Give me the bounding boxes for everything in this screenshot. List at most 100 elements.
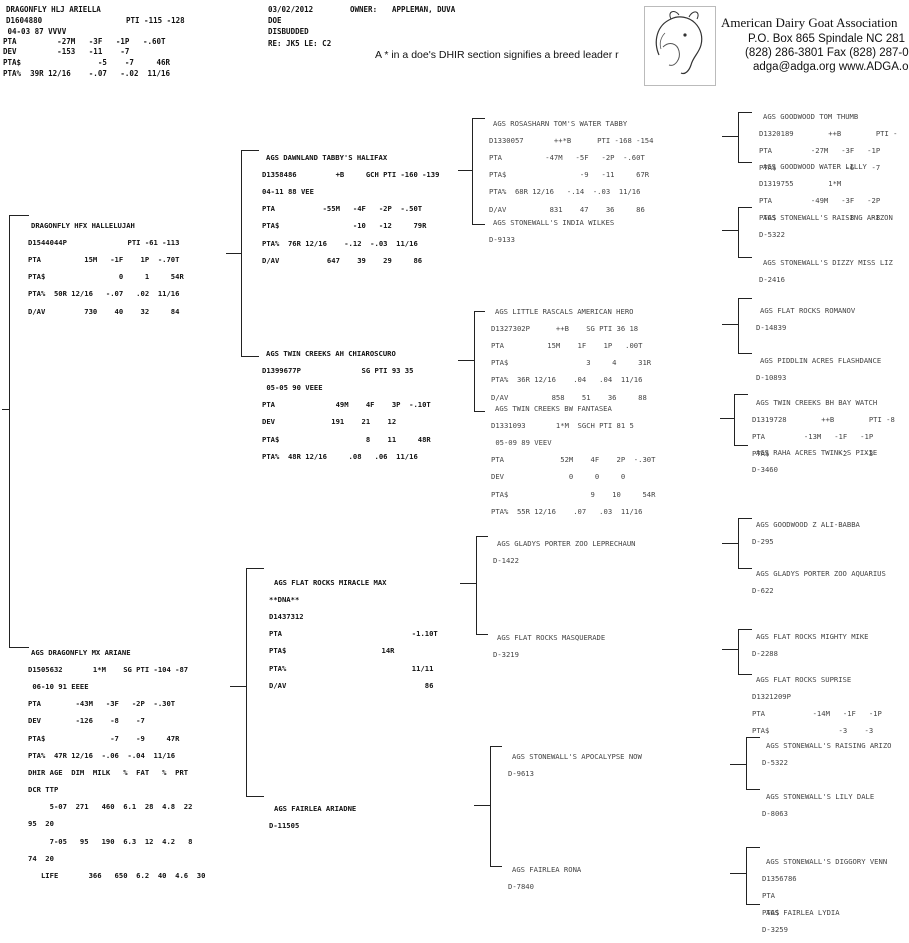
bracket-line	[458, 360, 475, 361]
g4-name: AGS FLAT ROCKS SUPRISE	[756, 674, 852, 684]
breed-leader-note: A * in a doe's DHIR section signifies a …	[375, 49, 619, 61]
g4-line: PTA$ -2 -3	[752, 449, 874, 459]
g4-line: D-5322	[759, 229, 785, 239]
sire-line: PTA% 50R 12/16 -.07 .02 11/16	[28, 289, 180, 299]
bracket-line	[9, 215, 10, 648]
g4-line: D1321209P	[752, 691, 791, 701]
bracket-line	[734, 394, 735, 446]
bracket-line	[746, 904, 760, 905]
sire-name: DRAGONFLY HFX HALLELUJAH	[31, 220, 135, 230]
g4-name: AGS GOODWOOD WATER LILLY	[763, 161, 867, 171]
g4-line: D1319728 ++B PTI -8	[752, 414, 895, 424]
g4-line: PTA$ -8 -8	[759, 213, 881, 223]
bracket-line	[246, 568, 264, 569]
bracket-line	[746, 847, 760, 848]
bracket-line	[746, 737, 747, 790]
bracket-line	[746, 847, 747, 905]
g3-line: D1330057 ++*B PTI -168 -154	[489, 135, 654, 145]
assoc-name: American Dairy Goat Association	[721, 15, 898, 30]
g4-block: AGS PIDDLIN ACRES FLASHDANCE D-10893	[756, 348, 881, 391]
owner-label: OWNER:	[350, 5, 378, 14]
goat-head-icon	[655, 11, 703, 75]
bracket-line	[458, 170, 473, 171]
g4-block: AGS TWIN CREEKS BH BAY WATCH D1319728 ++…	[752, 390, 895, 467]
g4-line: D1356786	[762, 873, 797, 883]
assoc-address: P.O. Box 865 Spindale NC 281	[748, 33, 906, 45]
g4-line: PTA -14M -1F -1P	[752, 708, 882, 718]
disbudded-status: DISBUDDED	[268, 27, 309, 36]
g3-line: PTA 15M 1F 1P .00T	[491, 340, 643, 350]
g4-line: D1319755 1*M	[759, 178, 842, 188]
g4-name: AGS GLADYS PORTER ZOO AQUARIUS	[756, 568, 886, 578]
bracket-line	[738, 257, 752, 258]
dam-line: PTA$ -7 -9 47R	[28, 733, 180, 743]
bracket-line	[472, 118, 473, 225]
sd-line: PTA% 48R 12/16 .08 .06 11/16	[262, 451, 418, 461]
dam-name: AGS DRAGONFLY MX ARIANE	[31, 647, 131, 657]
g4-line: PTA$ -3 -3	[752, 726, 874, 736]
g4-line: D-10893	[756, 372, 787, 382]
bracket-line	[230, 686, 247, 687]
bracket-line	[738, 518, 752, 519]
dd-name: AGS FAIRLEA ARIADNE	[274, 803, 357, 813]
owner-name: APPLEMAN, DUVA	[392, 5, 456, 14]
g3-line: D1331093 1*M SGCH PTI 81 5	[491, 420, 634, 430]
g3-line: PTA$ -9 -11 67R	[489, 170, 650, 180]
sd-line: PTA$ 8 11 48R	[262, 434, 431, 444]
bracket-line	[738, 207, 752, 208]
ss-line: 04-11 88 VEE	[262, 186, 314, 196]
g4-line: D-2288	[752, 648, 778, 658]
animal-pta: PTA -27M -3F -1P -.60T	[3, 37, 166, 46]
bracket-line	[722, 230, 739, 231]
animal-name: DRAGONFLY HLJ ARIELLA	[6, 5, 101, 14]
bracket-line	[722, 324, 739, 325]
bracket-line	[738, 674, 752, 675]
g3-block: AGS STONEWALL'S APOCALYPSE NOW D-9613	[508, 744, 642, 787]
g4-name: AGS FAIRLEA LYDIA	[766, 907, 840, 917]
g3-name: AGS STONEWALL'S INDIA WILKES	[493, 217, 615, 227]
bracket-line	[476, 634, 488, 635]
g3-line: D1327302P ++B SG PTI 36 18	[491, 323, 639, 333]
ss-line: PTA$ -10 -12 79R	[262, 221, 427, 231]
ds-line: D/AV 86	[269, 680, 434, 690]
bracket-line	[746, 789, 760, 790]
g4-line: D-14839	[756, 322, 787, 332]
animal-reg: D1604880	[6, 16, 43, 25]
g3-line: 05-09 89 VEEV	[491, 437, 552, 447]
dam-line: 06-10 91 EEEE	[28, 681, 89, 691]
dam-line: DEV -126 -8 -7	[28, 716, 145, 726]
g4-line: PTA	[762, 890, 775, 900]
g4-block: AGS STONEWALL'S DIZZY MISS LIZ D-2416	[759, 250, 893, 293]
g3-line: D-9133	[489, 234, 515, 244]
dam-sire-block: AGS FLAT ROCKS MIRACLE MAX **DNA** D1437…	[269, 570, 438, 699]
g3-name: AGS FLAT ROCKS MASQUERADE	[497, 632, 606, 642]
sd-line: PTA 49M 4F 3P -.10T	[262, 400, 431, 410]
g4-name: AGS GOODWOOD Z ALI-BABBA	[756, 519, 860, 529]
ss-line: PTA% 76R 12/16 -.12 -.03 11/16	[262, 238, 418, 248]
bracket-line	[9, 215, 29, 216]
bracket-line	[474, 311, 475, 412]
bracket-line	[722, 649, 739, 650]
g4-name: AGS STONEWALL'S DIZZY MISS LIZ	[763, 257, 893, 267]
g4-name: AGS RAHA ACRES TWINK'S PIXIE	[756, 447, 878, 457]
g3-block: AGS ROSASHARN TOM'S WATER TABBY D1330057…	[489, 111, 653, 223]
bracket-line	[476, 536, 477, 635]
bracket-line	[730, 873, 747, 874]
g4-block: AGS FAIRLEA LYDIA D-3259	[762, 900, 840, 943]
g4-block: AGS RAHA ACRES TWINK'S PIXIE D-3460	[752, 440, 877, 483]
g4-line: D-8063	[762, 808, 788, 818]
g3-block: AGS GLADYS PORTER ZOO LEPRECHAUN D-1422	[493, 531, 635, 574]
bracket-line	[490, 746, 491, 867]
sire-line: PTA 15M -1F 1P -.70T	[28, 254, 180, 264]
g4-name: AGS FLAT ROCKS ROMANOV	[760, 305, 856, 315]
dam-line: PTA% 47R 12/16 -.06 -.04 11/16	[28, 750, 176, 760]
g4-name: AGS STONEWALL'S LILY DALE	[766, 791, 875, 801]
bracket-line	[738, 298, 739, 354]
sd-name: AGS TWIN CREEKS AH CHIAROSCURO	[266, 348, 396, 358]
bracket-line	[460, 583, 477, 584]
bracket-line	[9, 647, 29, 648]
bracket-line	[730, 764, 747, 765]
bracket-line	[472, 118, 485, 119]
bracket-line	[241, 150, 259, 151]
g4-line: D-2416	[759, 274, 785, 284]
